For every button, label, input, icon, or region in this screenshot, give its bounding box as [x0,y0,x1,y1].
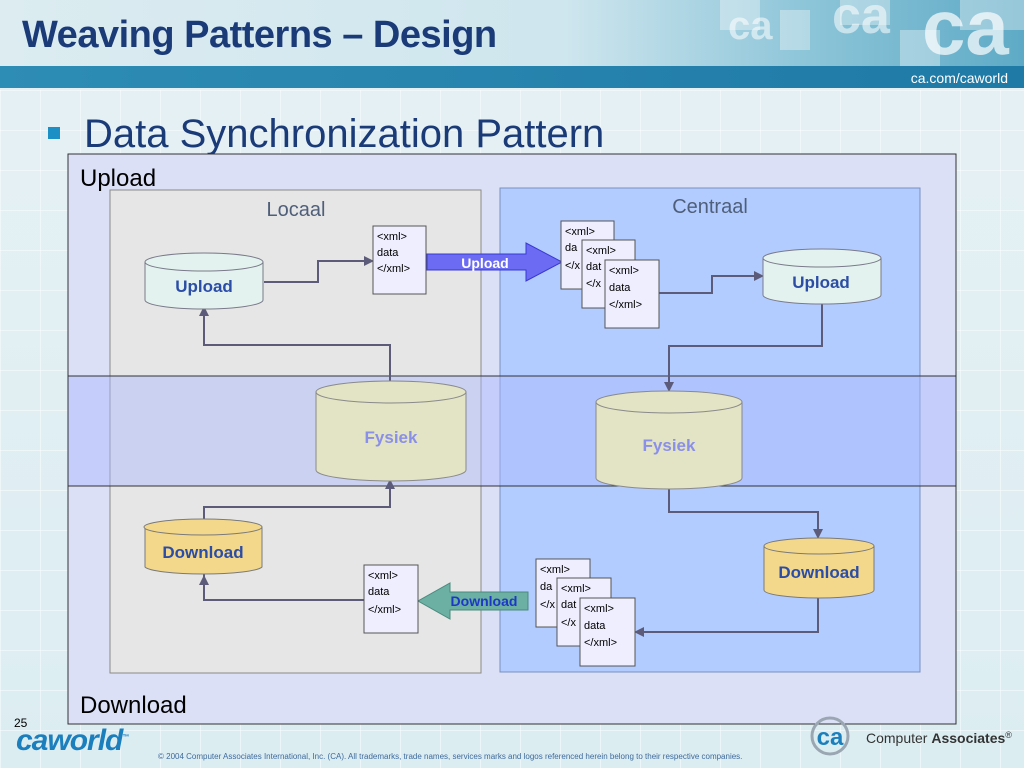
caworld-logo-tm: ™ [122,734,129,741]
xml-stack-central-download: <xml> da </x <xml> dat </x <xml> data </… [535,558,636,667]
download-arrow-label: Download [451,593,518,609]
download-arrow: Download [416,582,529,620]
central-download-db-label: Download [778,563,859,582]
central-upload-db: Upload [762,248,882,305]
xml-doc-local-download-line1: <xml> [368,570,398,582]
local-zone-title: Locaal [267,199,326,221]
fysiek-band [67,375,957,487]
xml-doc-central-upload-back-line1: <xml> [565,226,595,238]
xml-doc-local-upload-line1: <xml> [377,231,407,243]
caworld-logo-text: caworld [16,724,123,757]
xml-doc-central-download-front-line2: data [584,620,606,632]
ca-watermark-2: ca [832,0,890,45]
slide-header: ca ca ca [0,0,1024,66]
xml-doc-central-download-middle-line1: <xml> [561,583,591,595]
bullet-marker [48,127,60,139]
ca-watermark-3: ca [922,0,1009,66]
xml-doc-local-upload-line3: </xml> [377,263,410,275]
band-label-download: Download [80,692,187,719]
local-download-db: Download [143,518,263,575]
header-url: ca.com/caworld [910,70,1008,86]
ca-logo: ca [810,716,850,756]
xml-doc-local-upload-line2: data [377,247,399,259]
xml-doc-local-upload: <xml> data </xml> [372,225,427,295]
xml-doc-local-download-line3: </xml> [368,604,401,616]
central-upload-db-label: Upload [792,273,850,292]
xml-doc-local-download: <xml> data </xml> [363,564,419,634]
central-download-db: Download [763,537,875,599]
xml-doc-local-download-line2: data [368,586,390,598]
slide-number: 25 [14,716,28,730]
xml-doc-central-upload-back-line2: da [565,242,578,254]
xml-doc-central-download-front-line3: </xml> [584,637,617,649]
caworld-logo: caworld™ [16,724,129,758]
copyright-notice: © 2004 Computer Associates International… [158,752,743,761]
header-bar [0,66,1024,88]
xml-doc-central-download-back-line1: <xml> [540,564,570,576]
local-fysiek-db: Fysiek [315,380,467,482]
xml-doc-central-upload-middle-line2: dat [586,261,601,273]
local-upload-db-label: Upload [175,277,233,296]
upload-arrow: Upload [426,242,564,282]
company-name: Computer Associates® [866,730,1012,746]
central-zone-title: Centraal [672,196,748,218]
central-fysiek-db-label: Fysiek [643,436,696,455]
connector-local-upload-to-xml [264,256,374,283]
band-label-upload: Upload [80,165,156,192]
xml-doc-central-upload-back-line3: </x [565,260,580,272]
xml-doc-central-download-front-line1: <xml> [584,603,614,615]
xml-doc-central-upload-middle-line3: </x [586,278,601,290]
upload-arrow-label: Upload [461,255,508,271]
connector-local-fysiek-to-upload [199,306,391,383]
xml-doc-central-download-back-line3: </x [540,599,555,611]
connector-central-upload-to-fysiek [664,302,823,392]
xml-doc-central-upload-front-line2: data [609,282,631,294]
xml-stack-central-upload: <xml> da </x <xml> dat </x <xml> data </… [560,220,660,329]
xml-doc-central-upload-front-line3: </xml> [609,299,642,311]
xml-doc-central-download-middle-line2: dat [561,599,576,611]
bullet-heading: Data Synchronization Pattern [84,112,605,156]
connector-central-fysiek-to-download [668,483,823,539]
connector-central-xml-to-upload [659,271,764,294]
local-download-db-label: Download [162,543,243,562]
connector-central-download-to-xml [634,597,819,637]
xml-doc-central-download-front: <xml> data </xml> [579,597,636,667]
xml-doc-central-download-middle-line3: </x [561,617,576,629]
company-name-part2: Associates [931,730,1006,746]
ca-watermark-1: ca [728,4,773,48]
central-fysiek-db: Fysiek [595,390,743,490]
xml-doc-central-upload-front: <xml> data </xml> [604,259,660,329]
local-fysiek-db-label: Fysiek [365,428,418,447]
xml-doc-central-upload-middle-line1: <xml> [586,245,616,257]
local-upload-db: Upload [144,252,264,310]
company-name-reg: ® [1005,730,1012,740]
xml-doc-central-download-back-line2: da [540,581,553,593]
company-name-part1: Computer [866,730,932,746]
ca-logo-text: ca [817,724,844,751]
slide-title: Weaving Patterns – Design [22,14,497,56]
xml-doc-central-upload-front-line1: <xml> [609,265,639,277]
